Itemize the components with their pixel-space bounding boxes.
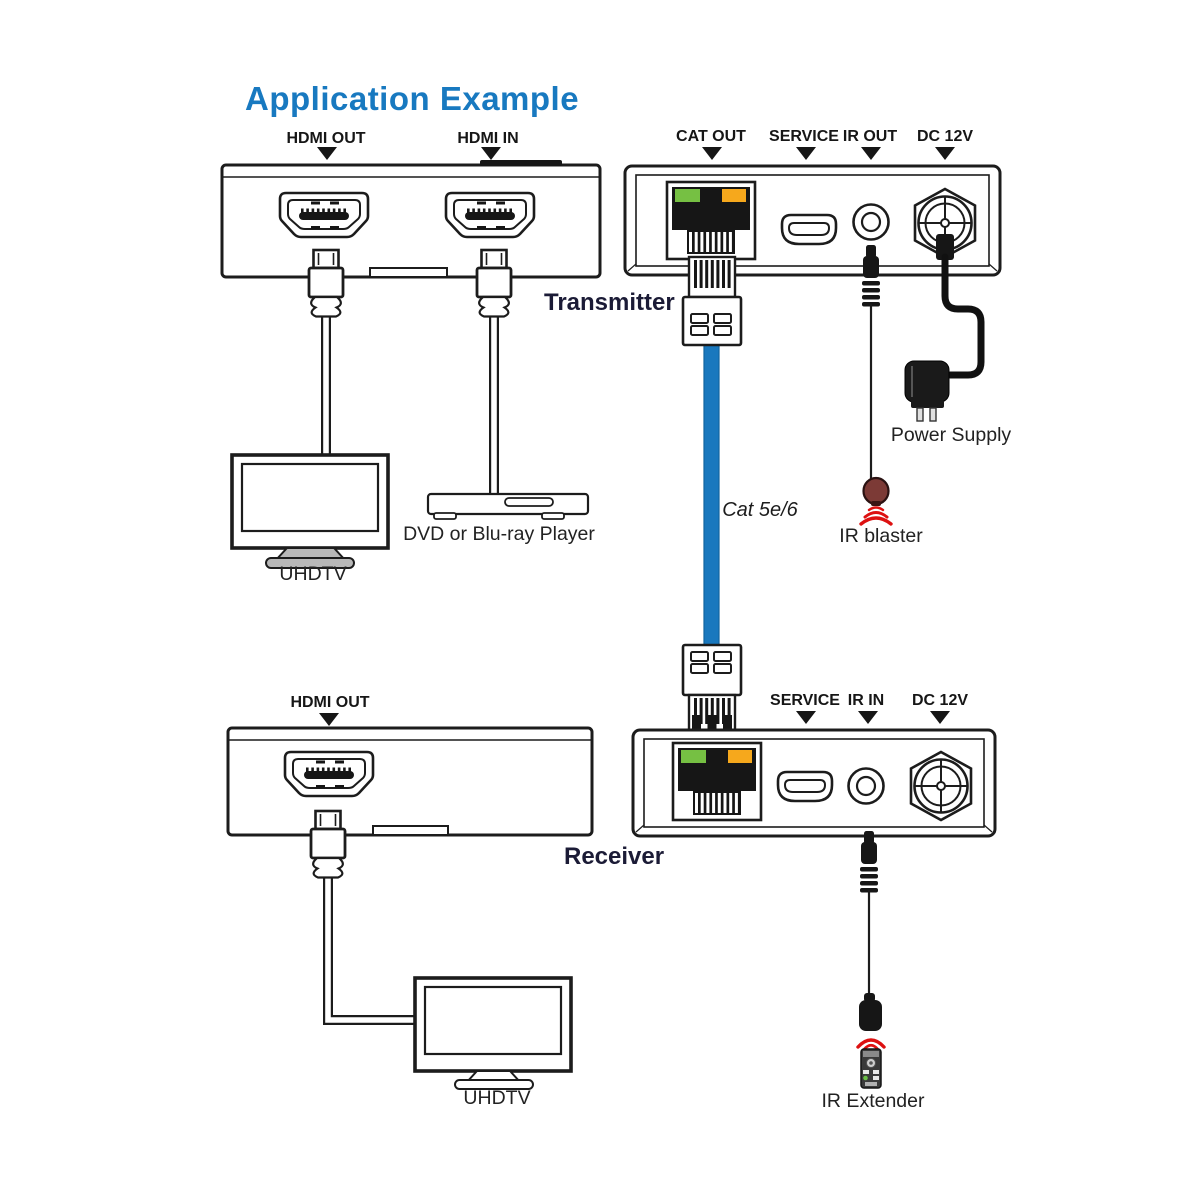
power-supply-label: Power Supply [890,424,1012,446]
ir-waves-icon [856,1038,886,1049]
receiver-rear-panel [631,728,997,838]
hdmi-plug [475,248,513,318]
ir-blaster-label: IR blaster [839,525,923,547]
dvd-player-label: DVD or Blu-ray Player [403,523,595,545]
port-label-ir-out: IR OUT [842,128,898,145]
page-title: Application Example [245,80,580,117]
cat5e6-label: Cat 5e/6 [722,499,798,521]
dc-12v-port [909,750,973,822]
port-label-dc-12v-tx: DC 12V [916,128,974,145]
uhdtv-bottom [413,976,573,1090]
port-label-ir-in: IR IN [847,692,885,709]
cat-in-port [671,741,763,822]
arrow-down-icon [930,711,950,724]
port-label-service-tx: SERVICE [769,128,839,145]
port-label-hdmi-out-rx: HDMI OUT [290,694,370,711]
port-label-hdmi-out-tx: HDMI OUT [286,130,366,147]
remote-control [860,1048,882,1089]
arrow-down-icon [481,147,501,160]
ir-out-port [852,203,890,241]
arrow-down-icon [796,711,816,724]
arrow-down-icon [935,147,955,160]
receiver-front-panel [226,726,594,837]
port-label-service-rx: SERVICE [770,692,840,709]
arrow-down-icon [702,147,722,160]
ir-extender-label: IR Extender [821,1090,925,1112]
hdmi-out-port [278,191,370,239]
rj45-plug [681,643,743,735]
ir-blaster-bulb [862,476,890,506]
hdmi-plug [307,248,345,318]
ir-blaster-assembly [859,245,893,526]
transmitter-label: Transmitter [544,289,675,316]
arrow-down-icon [796,147,816,160]
transmitter-rear-panel [623,164,1002,277]
cat5e6-cable [703,339,720,649]
ir-receiver-head [859,1000,882,1031]
port-label-cat-out: CAT OUT [676,128,746,145]
arrow-down-icon [319,713,339,726]
power-supply-assembly [904,234,985,422]
ir-waves-icon [859,516,893,526]
hdmi-in-port [444,191,536,239]
ir-plug [860,831,878,893]
uhdtv-top [230,453,390,569]
service-port [780,213,838,246]
ir-in-port [847,767,885,805]
uhdtv-top-label: UHDTV [279,563,347,585]
transmitter-front-panel [220,160,602,279]
port-label-dc-12v-rx: DC 12V [911,692,969,709]
service-port [776,770,834,803]
arrow-down-icon [317,147,337,160]
hdmi-cables [321,313,499,1025]
receiver-label: Receiver [564,843,665,870]
arrow-down-icon [861,147,881,160]
uhdtv-bottom-label: UHDTV [463,1087,531,1109]
arrow-down-icon [858,711,878,724]
hdmi-out-port [283,750,375,798]
port-label-hdmi-in-tx: HDMI IN [457,130,519,147]
dvd-player [426,492,590,520]
hdmi-plug [309,809,347,879]
cat-out-port [665,180,757,261]
ir-extender-assembly [856,831,886,1089]
rj45-plug [681,255,743,347]
